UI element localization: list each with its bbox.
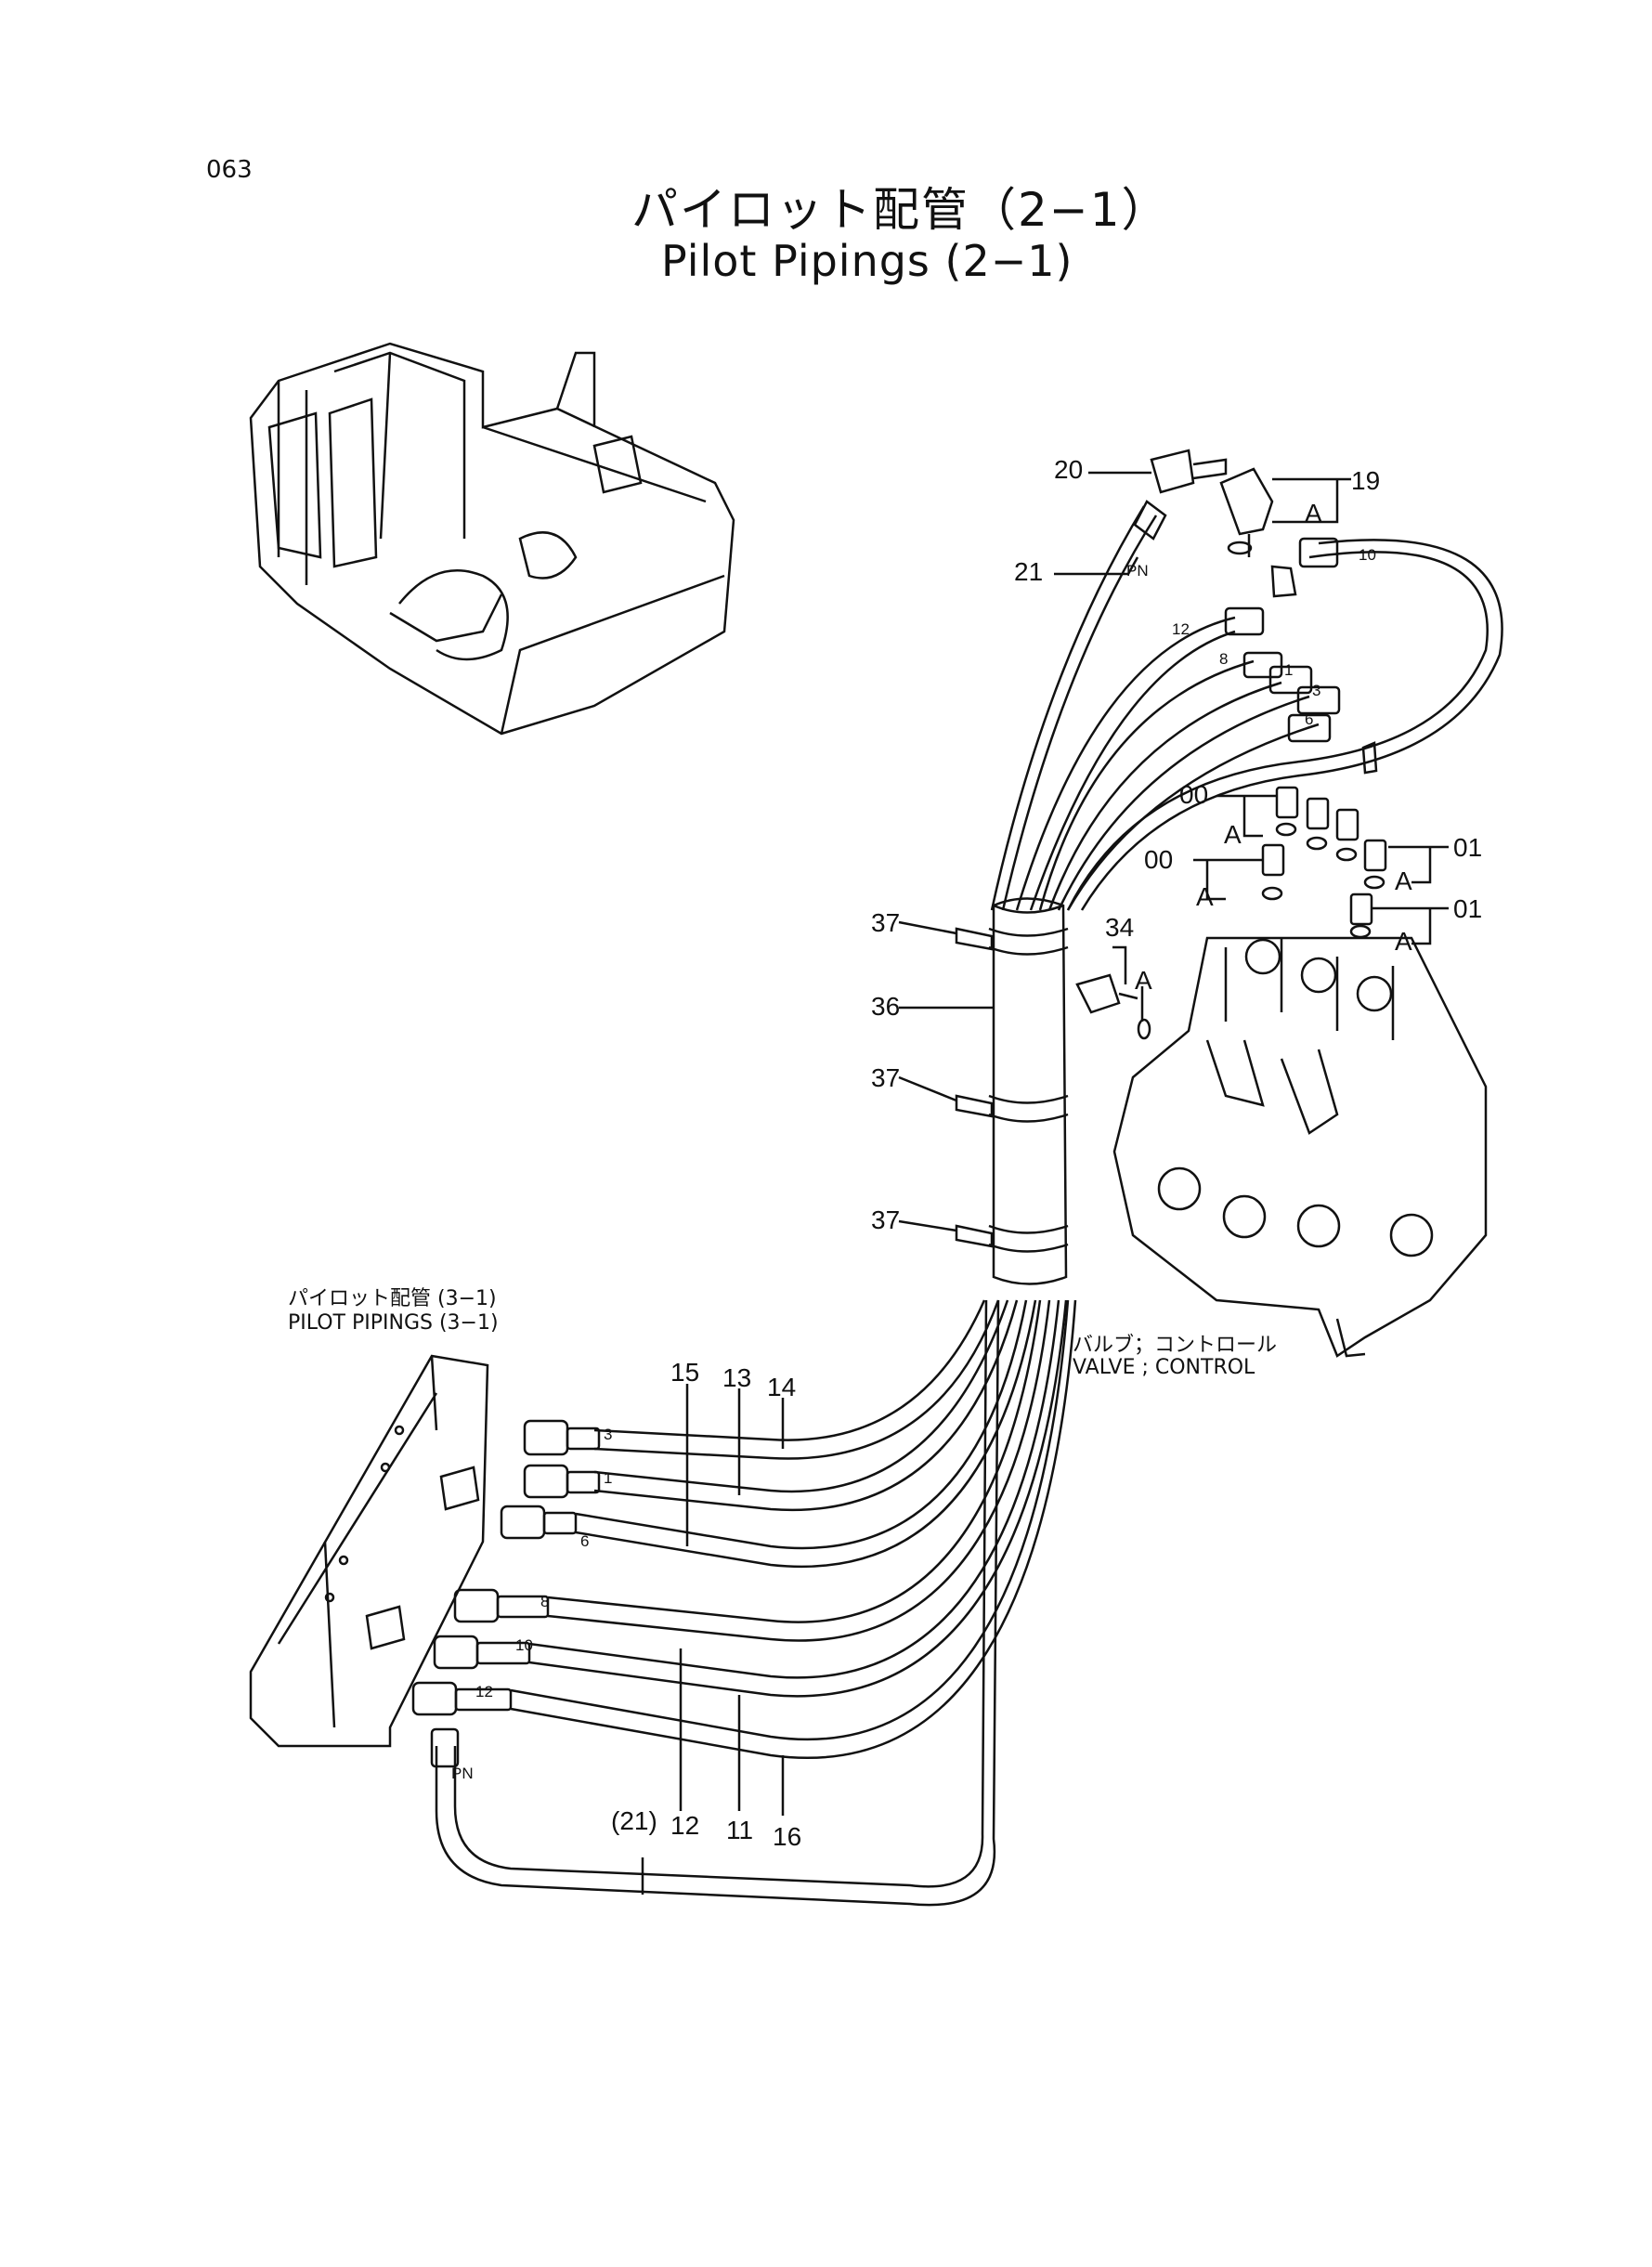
- callout-a-01-lower: A: [1395, 927, 1412, 956]
- pilot-block-illustration: [249, 1354, 489, 1748]
- callout-21: 21: [1014, 557, 1044, 586]
- label-hose-3-bottom: 3: [604, 1426, 613, 1443]
- page-title-japanese: パイロット配管（2−1）: [631, 183, 1170, 237]
- valve-caption-japanese: バルブ；コントロール: [1073, 1334, 1278, 1357]
- label-hose-8-bottom: 8: [540, 1593, 550, 1610]
- callout-12: 12: [670, 1811, 700, 1840]
- label-hose-12-top: 12: [1172, 620, 1190, 638]
- protective-sleeve: [898, 897, 1069, 1285]
- callout-a-34: A: [1135, 966, 1152, 995]
- callout-37-middle: 37: [871, 1063, 901, 1092]
- reference-caption-japanese: パイロット配管 (3−1): [288, 1287, 497, 1310]
- callout-21-reference: (21): [611, 1806, 657, 1835]
- excavator-overview-illustration: [249, 342, 735, 736]
- callout-37-lower: 37: [871, 1205, 901, 1234]
- callout-a-00-upper: A: [1224, 820, 1242, 849]
- adapter-fittings: [1075, 786, 1449, 1040]
- callout-16: 16: [773, 1822, 802, 1851]
- label-hose-10-bottom: 10: [515, 1636, 533, 1654]
- callout-37-upper: 37: [871, 908, 901, 937]
- callout-a-00-lower: A: [1196, 882, 1214, 911]
- callout-00-upper: 00: [1179, 780, 1209, 809]
- callout-13: 13: [722, 1363, 752, 1392]
- label-hose-3-top: 3: [1312, 682, 1321, 699]
- callout-20: 20: [1054, 455, 1084, 484]
- valve-caption-english: VALVE ; CONTROL: [1073, 1356, 1255, 1379]
- callout-a-01-upper: A: [1395, 866, 1412, 895]
- callout-00-lower: 00: [1144, 845, 1174, 874]
- label-hose-8-top: 8: [1219, 650, 1229, 668]
- label-hose-1-bottom: 1: [604, 1469, 613, 1487]
- label-hose-10-top: 10: [1359, 546, 1376, 564]
- callout-11: 11: [726, 1816, 754, 1844]
- label-hose-1-top: 1: [1284, 661, 1294, 679]
- label-hose-6-bottom: 6: [580, 1532, 590, 1550]
- callout-14: 14: [767, 1373, 797, 1401]
- reference-caption-english: PILOT PIPINGS (3−1): [288, 1311, 499, 1335]
- control-valve-illustration: [1112, 936, 1488, 1358]
- top-leader-lines: [1054, 449, 1351, 576]
- callout-01-lower: 01: [1453, 894, 1483, 923]
- label-hose-6-top: 6: [1305, 710, 1314, 728]
- callout-01-upper: 01: [1453, 833, 1483, 862]
- label-pn-bottom: PN: [451, 1765, 474, 1782]
- lower-hose-runs: [411, 1299, 1077, 1907]
- callout-19: 19: [1351, 466, 1381, 495]
- callout-15: 15: [670, 1358, 700, 1387]
- callout-36: 36: [871, 992, 901, 1021]
- page-number: 063: [206, 156, 253, 184]
- page-title-english: Pilot Pipings (2−1): [661, 236, 1073, 286]
- pilot-hose-bundle: [990, 500, 1503, 911]
- callout-a-top: A: [1305, 499, 1322, 528]
- label-pn-top: PN: [1126, 562, 1149, 580]
- callout-34: 34: [1105, 913, 1135, 942]
- label-hose-12-bottom: 12: [475, 1683, 493, 1700]
